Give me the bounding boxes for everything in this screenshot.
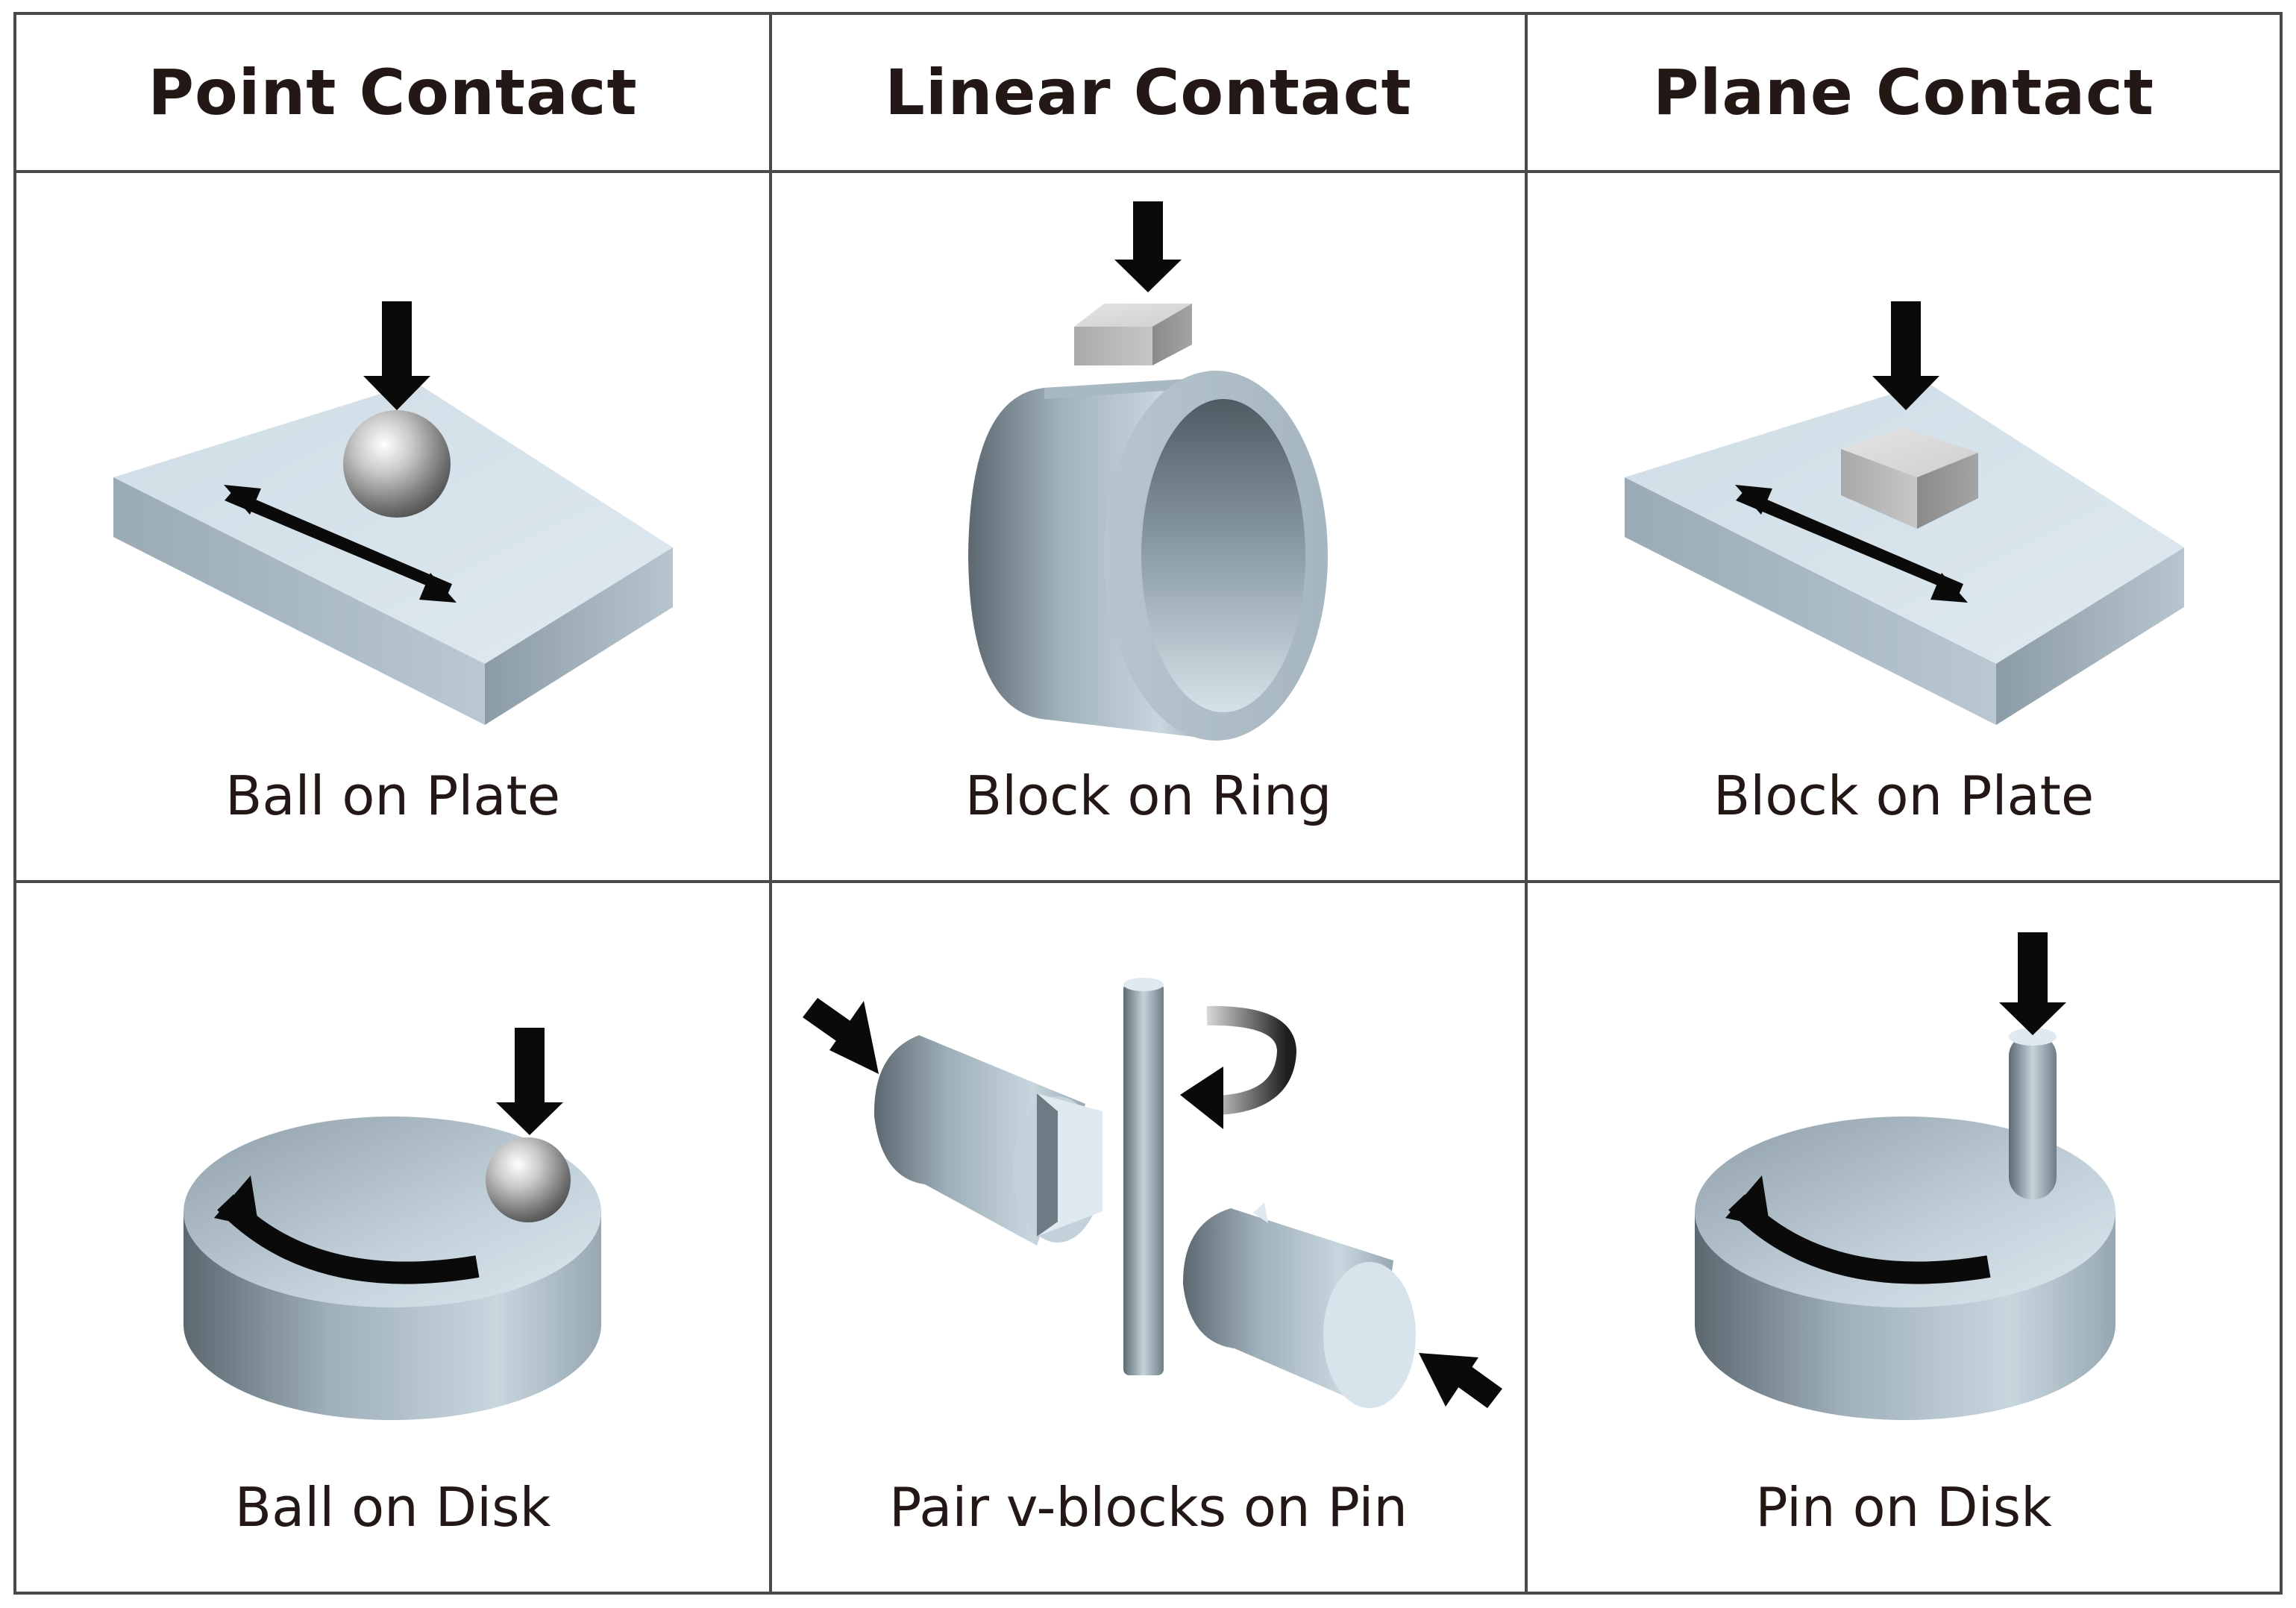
ball — [343, 410, 451, 518]
load-arrow-upper-left — [803, 998, 879, 1074]
block-on-ring-illustration — [968, 201, 1328, 741]
load-arrow-down — [496, 1028, 563, 1135]
pin-top — [1123, 978, 1164, 991]
load-arrow-down — [363, 301, 430, 410]
block-top — [1841, 427, 1978, 477]
load-arrow-down — [1114, 201, 1182, 292]
ring-inner-hole — [1141, 399, 1305, 712]
plate-side-left — [113, 477, 485, 725]
motion-arrow-double — [1735, 485, 1968, 603]
block-side — [1152, 304, 1192, 365]
table-border — [13, 12, 2283, 1595]
v-block-lower-face — [1323, 1262, 1416, 1408]
load-arrow-down — [1872, 301, 1939, 410]
ball-on-disk-illustration — [184, 1028, 601, 1420]
ball-on-plate-illustration — [113, 301, 673, 725]
header-plane-contact: Plane Contact — [1653, 56, 2154, 129]
caption-ball-on-plate: Ball on Plate — [225, 764, 561, 827]
pin-on-disk-illustration — [1695, 932, 2115, 1420]
caption-pin-on-disk: Pin on Disk — [1755, 1476, 2052, 1539]
header-linear-contact: Linear Contact — [885, 56, 1412, 129]
caption-block-on-plate: Block on Plate — [1713, 764, 2095, 827]
block-side — [1917, 453, 1978, 529]
table-grid — [13, 12, 2283, 1595]
rotation-curl-arrow-head — [1180, 1067, 1223, 1129]
rotation-curl-arrow — [1206, 1005, 1297, 1115]
caption-pair-v-blocks-on-pin: Pair v-blocks on Pin — [889, 1476, 1408, 1539]
v-block-upper-notch-shade — [1037, 1093, 1058, 1237]
block-top — [1074, 304, 1192, 327]
plate-side-left — [1625, 477, 1996, 725]
pair-v-blocks-on-pin-illustration — [803, 978, 1502, 1408]
plate-side-right — [1996, 547, 2184, 725]
header-point-contact: Point Contact — [148, 56, 638, 129]
plate-side-right — [485, 547, 673, 725]
motion-arrow-double — [224, 485, 457, 603]
rotation-arrow-head — [214, 1175, 259, 1228]
load-arrow-down — [1999, 932, 2066, 1035]
ball — [486, 1137, 571, 1222]
pin-top — [2009, 1028, 2057, 1046]
caption-ball-on-disk: Ball on Disk — [234, 1476, 551, 1539]
load-arrow-lower-right — [1419, 1353, 1502, 1408]
v-block-lower-notch — [1253, 1202, 1268, 1223]
rotation-arrow-head — [1725, 1175, 1770, 1228]
caption-block-on-ring: Block on Ring — [964, 764, 1332, 827]
block-front — [1074, 327, 1152, 365]
pin — [1123, 983, 1164, 1375]
block-front — [1841, 449, 1917, 529]
pin — [2009, 1034, 2057, 1199]
plate-top — [113, 383, 673, 664]
block-on-plate-illustration — [1625, 301, 2184, 725]
